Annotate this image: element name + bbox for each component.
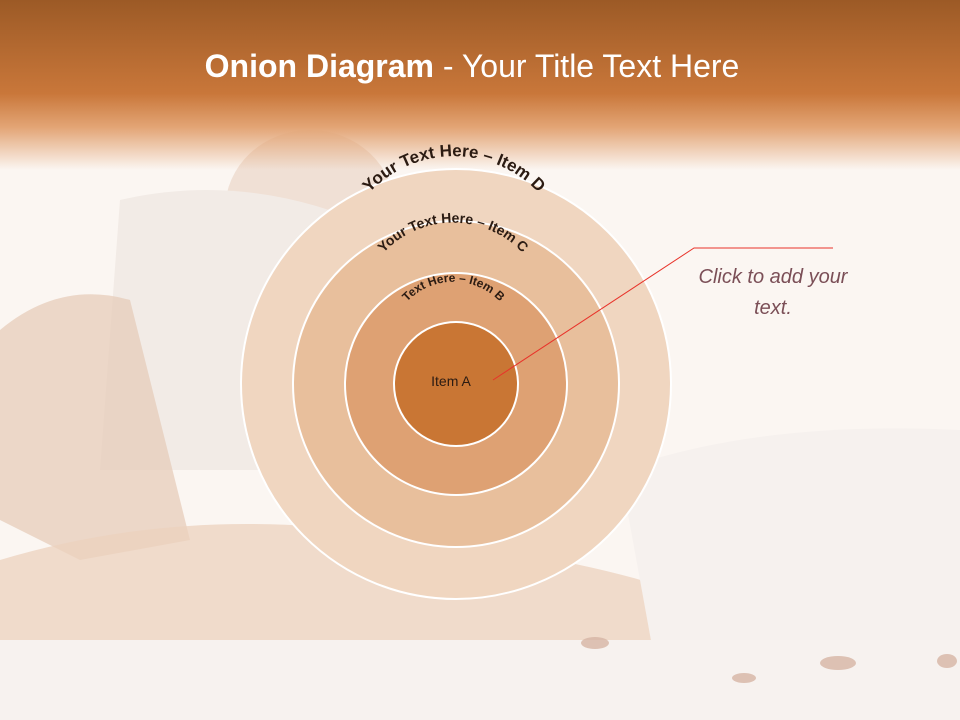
slide-title-rest: - Your Title Text Here [434,48,740,84]
ring-label-a: Item A [431,373,471,389]
ring-item-a[interactable] [393,321,519,447]
callout-text[interactable]: Click to add your text. [698,266,848,319]
title-banner [0,0,960,170]
slide-title-bold: Onion Diagram [204,48,434,84]
slide-title[interactable]: Onion Diagram - Your Title Text Here [0,48,944,85]
callout-line [492,247,833,381]
